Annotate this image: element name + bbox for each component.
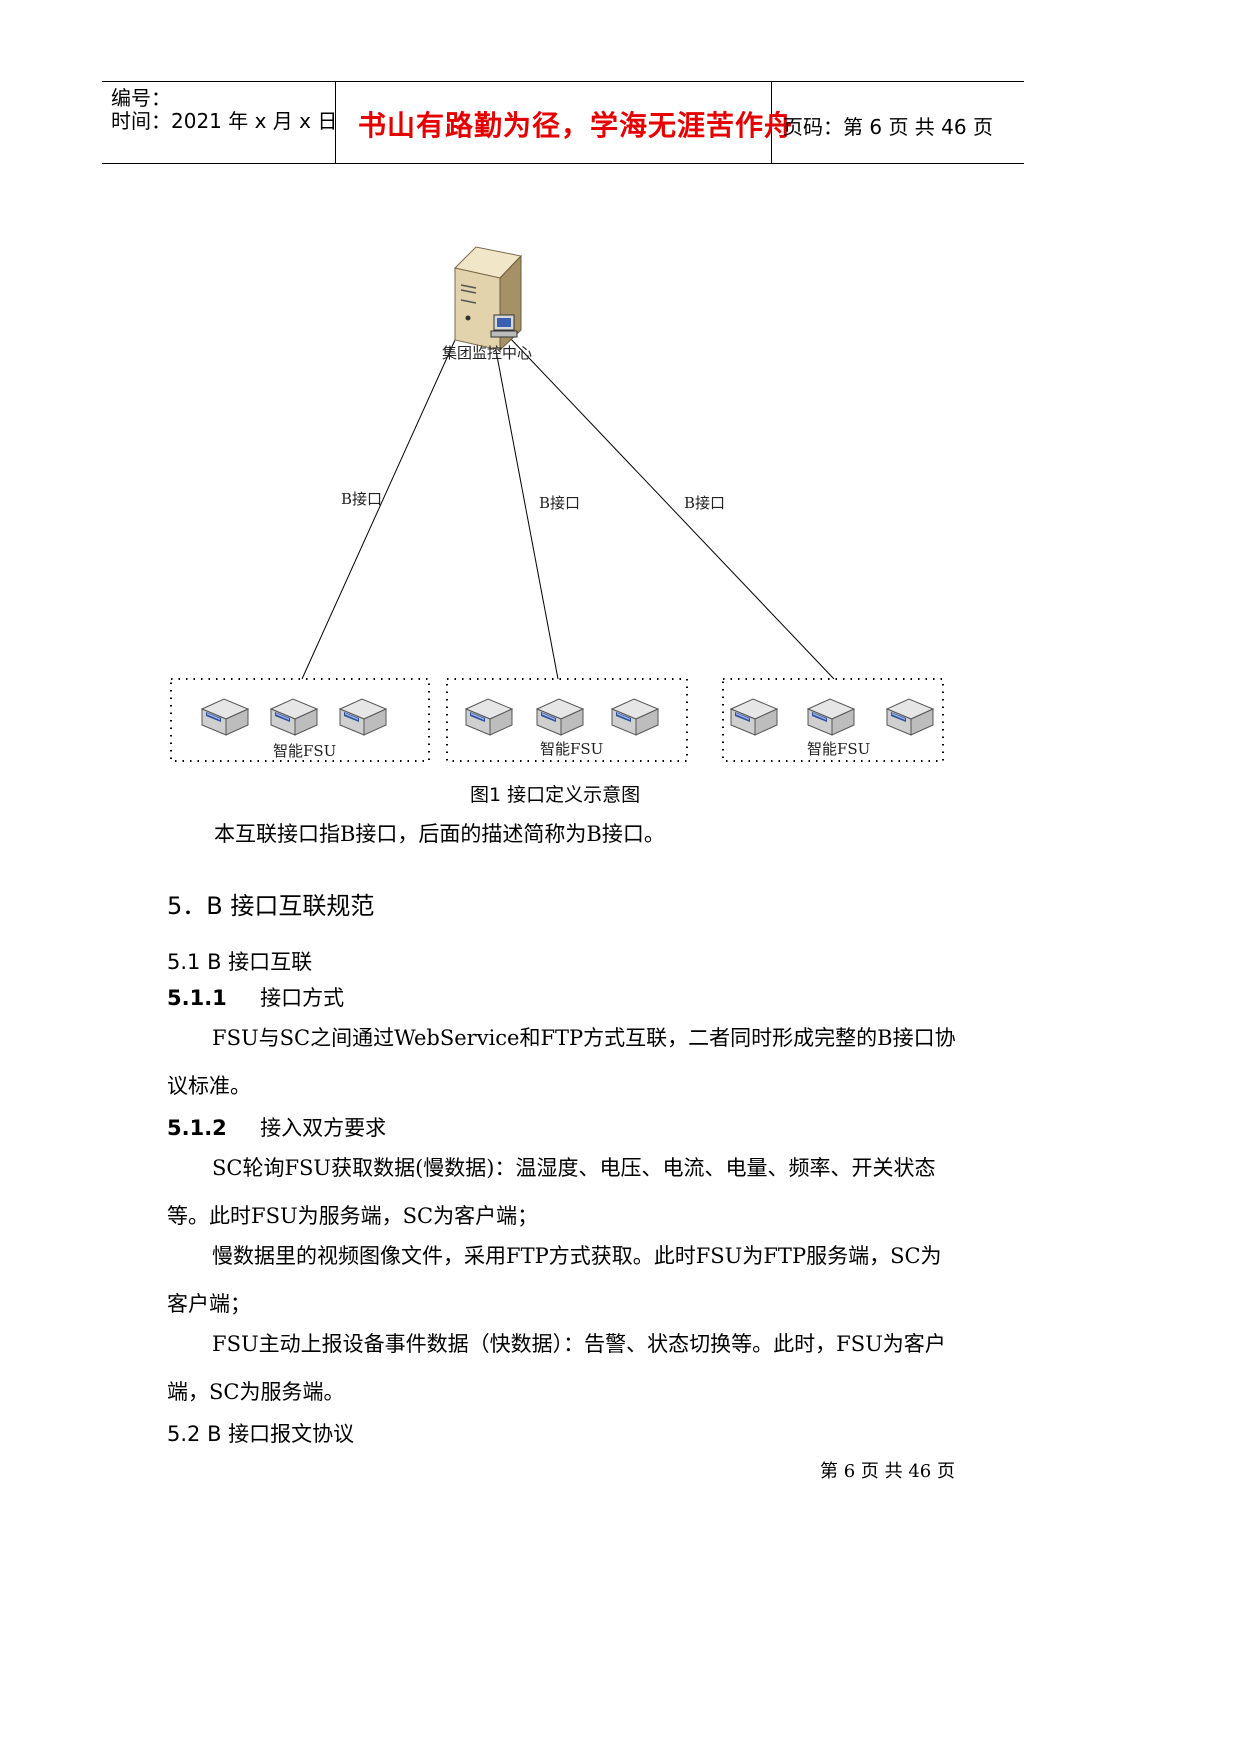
header-divider-left: [335, 81, 336, 164]
link-line-1: [301, 339, 456, 680]
fsu-device-icon: [465, 698, 513, 736]
section-5-1-1-label: 接口方式: [260, 986, 345, 1010]
header-page-info: 页码：第 6 页 共 46 页: [783, 115, 993, 139]
server-tower-icon: [454, 246, 522, 352]
fsu-group-2: [465, 698, 659, 736]
section-5-1-2-title: 5.1.2 接入双方要求: [167, 1112, 386, 1142]
header-motto: 书山有路勤为径，学海无涯苦作舟: [358, 109, 794, 142]
fsu-group-box-3: [722, 678, 944, 762]
header-divider-right: [771, 81, 772, 164]
figure-caption: 图1 接口定义示意图: [470, 784, 641, 806]
section-5-title: 5．B 接口互联规范: [167, 892, 375, 920]
intro-paragraph: 本互联接口指B接口，后面的描述简称为B接口。: [214, 822, 665, 846]
center-label: 集团监控中心: [442, 344, 532, 362]
fsu-group-3: [730, 698, 934, 736]
section-5-1-2-number: 5.1.2: [167, 1116, 227, 1140]
link-label-2: B接口: [539, 494, 580, 512]
fsu-group-label-3: 智能FSU: [807, 740, 870, 758]
page-footer: 第 6 页 共 46 页: [820, 1461, 955, 1482]
section-5-1-1-title: 5.1.1 接口方式: [167, 982, 344, 1012]
para-5-1-2-c: FSU主动上报设备事件数据（快数据）：告警、状态切换等。此时，FSU为客户端，S…: [167, 1332, 946, 1404]
section-5-2-title: 5.2 B 接口报文协议: [167, 1422, 355, 1446]
fsu-device-icon: [339, 698, 387, 736]
connection-lines: [301, 337, 835, 680]
fsu-device-icon: [270, 698, 318, 736]
para-5-1-1: FSU与SC之间通过WebService和FTP方式互联，二者同时形成完整的B接…: [167, 1026, 956, 1098]
link-line-3: [509, 337, 835, 680]
fsu-group-label-2: 智能FSU: [540, 740, 603, 758]
fsu-group-box-1: [170, 678, 430, 762]
header-top-border: [102, 81, 1024, 82]
fsu-group-box-2: [446, 678, 688, 762]
fsu-device-icon: [886, 698, 934, 736]
fsu-device-icon: [807, 698, 855, 736]
fsu-device-icon: [201, 698, 249, 736]
header-time-label: 时间：2021 年 x 月 x 日: [111, 109, 338, 133]
section-5-1-1-number: 5.1.1: [167, 986, 227, 1010]
link-line-2: [493, 339, 559, 680]
link-label-3: B接口: [684, 494, 725, 512]
link-label-1: B接口: [341, 490, 382, 508]
para-5-1-2-a: SC轮询FSU获取数据(慢数据)：温湿度、电压、电流、电量、频率、开关状态等。此…: [167, 1156, 936, 1228]
fsu-device-icon: [536, 698, 584, 736]
para-5-1-2-b: 慢数据里的视频图像文件，采用FTP方式获取。此时FSU为FTP服务端，SC为客户…: [167, 1244, 942, 1316]
header-number-label: 编号：: [111, 86, 171, 110]
fsu-group-1: [201, 698, 387, 736]
fsu-group-label-1: 智能FSU: [273, 742, 336, 760]
fsu-device-icon: [730, 698, 778, 736]
section-5-1-title: 5.1 B 接口互联: [167, 950, 313, 974]
section-5-1-2-label: 接入双方要求: [260, 1116, 387, 1140]
interface-diagram: 集团监控中心 B接口 B接口 B接口 智能FSU 智能FSU 智能FSU: [170, 246, 944, 762]
fsu-device-icon: [611, 698, 659, 736]
header-bottom-border: [102, 163, 1024, 164]
